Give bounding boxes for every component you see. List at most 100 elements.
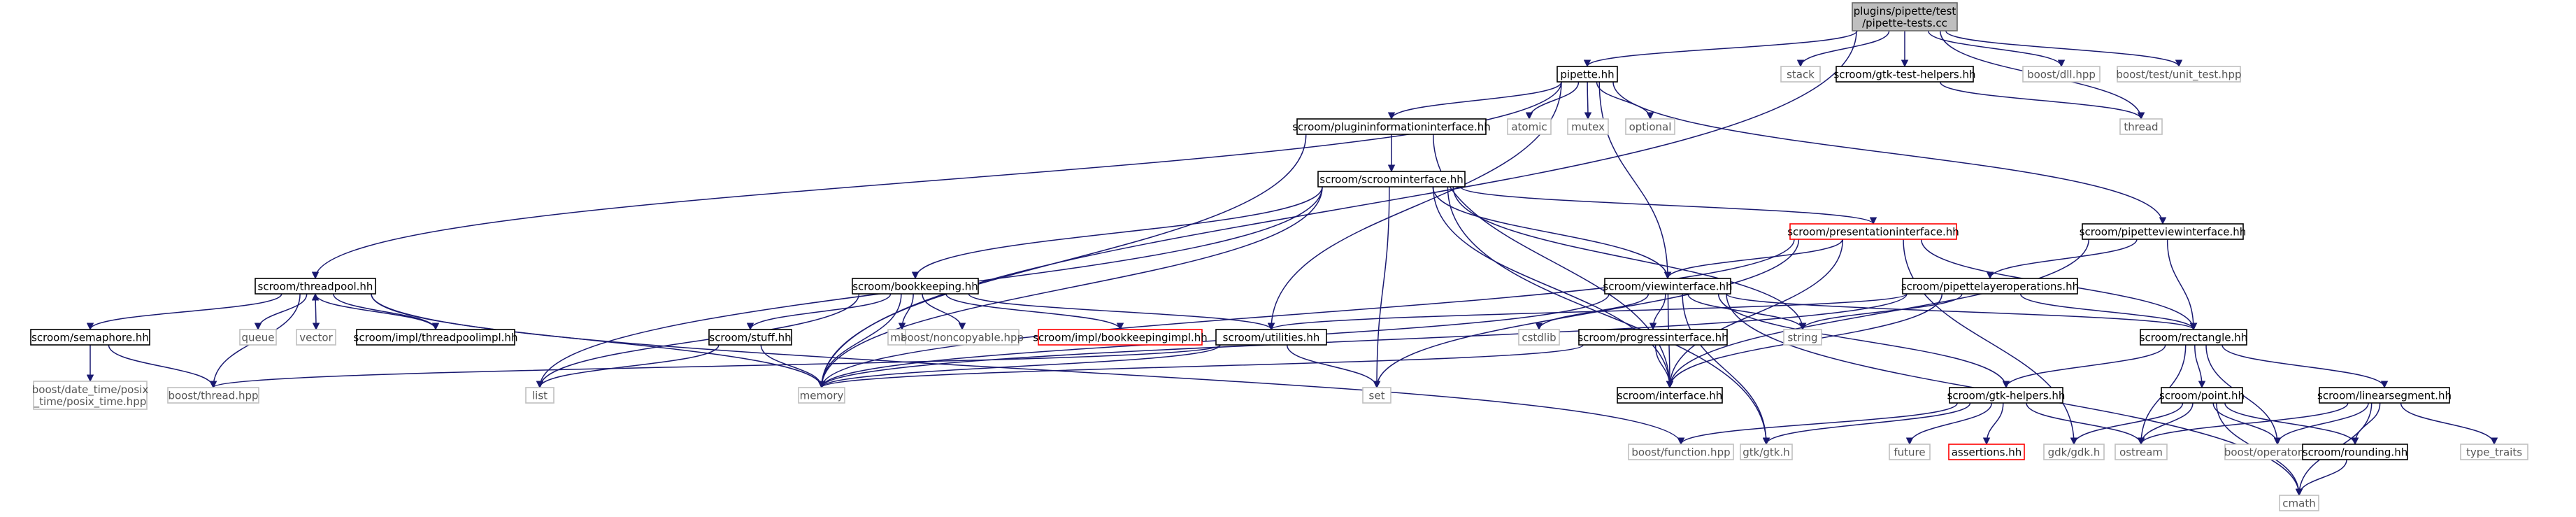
- edges-layer: [86, 30, 2498, 497]
- edge-plugininfo-to-interfacehh: [1432, 134, 1674, 389]
- edge-line: [922, 293, 966, 331]
- node-interfacehh[interactable]: scroom/interface.hh: [1617, 387, 1723, 404]
- edge-line: [210, 344, 1221, 389]
- edge-scroominterface-to-interfacehh: [1432, 186, 1674, 389]
- node-box: [1780, 66, 1821, 83]
- node-threadpoolimpl[interactable]: scroom/impl/threadpoolimpl.hh: [354, 329, 518, 346]
- edge-presentation-to-viewinterface: [1663, 239, 1843, 280]
- edge-line: [536, 344, 720, 389]
- edge-line: [536, 293, 860, 389]
- edge-pipetteview-to-interfacehh: [1666, 239, 2089, 389]
- edge-bookkeeping-to-utilities: [968, 293, 1275, 331]
- node-gdkgdk: gdk/gdk.h: [2043, 444, 2105, 460]
- edge-line: [818, 344, 1584, 389]
- node-stack: stack: [1780, 66, 1821, 83]
- edge-root-to-stack: [1796, 30, 1890, 68]
- node-thread: thread: [2119, 118, 2163, 135]
- edge-line: [1584, 81, 1592, 120]
- edge-line: [817, 239, 1795, 389]
- node-rounding[interactable]: scroom/rounding.hh: [2302, 444, 2408, 460]
- edge-line: [1612, 81, 2167, 225]
- node-threadpool[interactable]: scroom/threadpool.hh: [255, 278, 376, 295]
- node-box: [798, 387, 845, 404]
- edge-plugininfo-to-memory: [817, 134, 1307, 389]
- edge-bookkeeping-to-bookkeepingimpl: [945, 293, 1124, 331]
- node-box: [1889, 444, 1931, 460]
- edge-line: [1432, 186, 1672, 280]
- edge-line: [1687, 293, 1807, 331]
- node-box: [1604, 278, 1731, 295]
- node-label: scroom/stuff.hh: [709, 332, 791, 344]
- edge-point-to-rounding: [2224, 402, 2359, 446]
- edge-line: [817, 344, 1221, 389]
- edge-line: [254, 293, 308, 331]
- node-label: scroom/semaphore.hh: [31, 332, 149, 344]
- node-pipettehh[interactable]: pipette.hh: [1557, 66, 1618, 83]
- node-box: [2460, 444, 2528, 460]
- node-scroominterface[interactable]: scroom/scroominterface.hh: [1317, 171, 1466, 187]
- edge-line: [1945, 30, 2183, 68]
- node-label: scroom/pipettelayeroperations.hh: [1901, 281, 2079, 293]
- node-bookkeepingimpl[interactable]: scroom/impl/bookkeepingimpl.hh: [1033, 329, 1208, 346]
- edge-line: [1387, 81, 1562, 120]
- edge-line: [2295, 459, 2347, 497]
- edge-line: [108, 344, 217, 389]
- edge-gtkhelpers-to-gtkgtk: [1762, 402, 1971, 446]
- node-box: [2043, 444, 2105, 460]
- node-progress[interactable]: scroom/progressinterface.hh: [1577, 329, 1729, 346]
- edge-gtkhelpers-to-boostfunction: [1677, 402, 1958, 446]
- edge-line: [1525, 81, 1580, 120]
- node-box: [255, 278, 376, 295]
- node-stuff[interactable]: scroom/stuff.hh: [708, 329, 792, 346]
- node-label: scroom/interface.hh: [1617, 390, 1723, 402]
- node-root[interactable]: plugins/pipette/test/pipette-tests.cc: [1852, 2, 1958, 31]
- node-utilities[interactable]: scroom/utilities.hh: [1215, 329, 1327, 346]
- node-future: future: [1889, 444, 1931, 460]
- node-pipettelayer[interactable]: scroom/pipettelayeroperations.hh: [1901, 278, 2079, 295]
- edge-line: [911, 186, 1323, 280]
- node-rectangle[interactable]: scroom/rectangle.hh: [2140, 329, 2248, 346]
- node-boostthread: boost/thread.hpp: [167, 387, 259, 404]
- node-gtktesthelpers[interactable]: scroom/gtk-test-helpers.hh: [1833, 66, 1976, 83]
- node-box: [356, 329, 515, 346]
- edge-line: [1598, 81, 1672, 280]
- edge-line: [1682, 293, 1770, 446]
- edge-threadpool-to-boostfunction: [371, 293, 1685, 446]
- edge-bookkeeping-to-noncopyable: [922, 293, 966, 331]
- edge-pipettelayer-to-string: [1798, 293, 1963, 331]
- edge-line: [1796, 30, 1890, 68]
- edge-viewinterface-to-memory: [817, 293, 1610, 389]
- node-box: [1617, 387, 1723, 404]
- node-plugininfo[interactable]: scroom/plugininformationinterface.hh: [1292, 118, 1491, 135]
- edge-line: [945, 293, 1124, 331]
- node-label: mutex: [1571, 121, 1605, 134]
- node-label: scroom/plugininformationinterface.hh: [1292, 121, 1491, 134]
- edge-gtkhelpers-to-ostream: [2026, 402, 2145, 446]
- edge-line: [1649, 293, 1666, 331]
- node-box: [1783, 329, 1822, 346]
- node-linearsegment[interactable]: scroom/linearsegment.hh: [2317, 387, 2452, 404]
- node-box: [2082, 223, 2244, 240]
- node-assertions[interactable]: assertions.hh: [1948, 444, 2025, 460]
- node-label: boost/test/unit_test.hpp: [2116, 69, 2241, 82]
- node-label: scroom/pipetteviewinterface.hh: [2080, 226, 2247, 239]
- node-box: [30, 329, 150, 346]
- node-label: scroom/scroominterface.hh: [1319, 173, 1463, 186]
- node-box: [2119, 118, 2163, 135]
- node-label: memory: [800, 390, 844, 402]
- node-semaphore[interactable]: scroom/semaphore.hh: [30, 329, 150, 346]
- edge-gtktesthelpers-to-thread: [1939, 81, 2145, 120]
- node-label: gdk/gdk.h: [2048, 446, 2101, 459]
- node-bookkeeping[interactable]: scroom/bookkeeping.hh: [852, 278, 979, 295]
- node-pipetteview[interactable]: scroom/pipetteviewinterface.hh: [2080, 223, 2247, 240]
- edge-line: [2221, 344, 2389, 389]
- edge-progress-to-interfacehh: [1654, 344, 1674, 389]
- node-viewinterface[interactable]: scroom/viewinterface.hh: [1603, 278, 1733, 295]
- node-presentation[interactable]: scroom/presentationinterface.hh: [1787, 223, 1959, 240]
- edge-threadpool-to-semaphore: [86, 293, 282, 331]
- edge-line: [817, 293, 1908, 389]
- node-point[interactable]: scroom/point.hh: [2159, 387, 2245, 404]
- node-label: plugins/pipette/test: [1854, 5, 1956, 17]
- node-gtkhelpers[interactable]: scroom/gtk-helpers.hh: [1947, 387, 2066, 404]
